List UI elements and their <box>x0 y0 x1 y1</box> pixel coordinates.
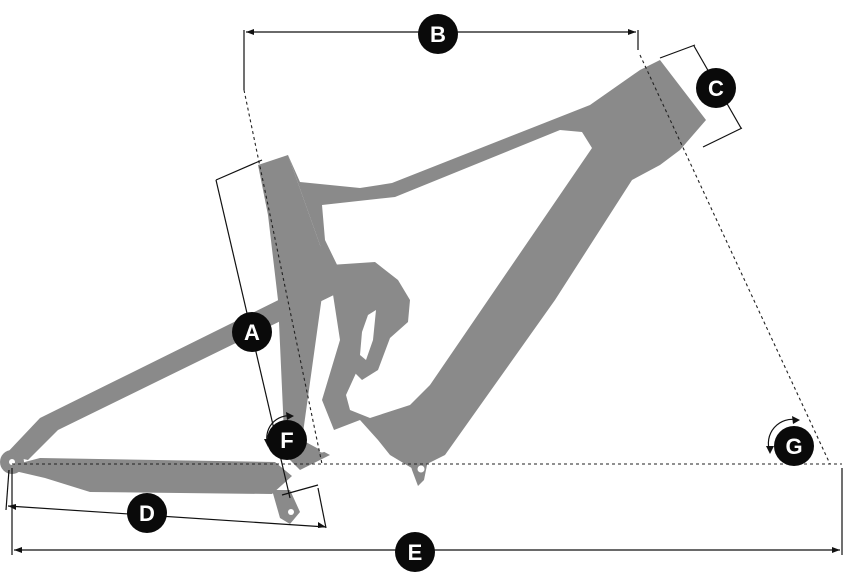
badge-c-label: C <box>708 76 724 101</box>
bb-pivot-hole <box>417 465 425 473</box>
front-triangle-opening <box>322 130 592 418</box>
reference-lines <box>12 54 842 465</box>
badge-c: C <box>696 68 736 108</box>
badge-a-label: A <box>244 320 260 345</box>
main-pivot-hole <box>318 445 326 453</box>
chain-stay <box>2 458 292 494</box>
badge-b-label: B <box>430 22 446 47</box>
badge-a: A <box>232 312 272 352</box>
angle-arcs <box>264 412 800 454</box>
badge-f-label: F <box>280 428 293 453</box>
badge-g: G <box>774 426 814 466</box>
arrowheads <box>8 29 840 553</box>
badge-d: D <box>127 493 167 533</box>
lower-link-hole <box>288 509 294 515</box>
badge-e: E <box>395 532 435 572</box>
seat-tube <box>258 155 333 470</box>
shock-window <box>360 310 376 360</box>
badge-f: F <box>267 420 307 460</box>
dim-line-d <box>7 505 327 528</box>
lower-link <box>272 490 300 524</box>
bike-frame <box>0 60 706 524</box>
seat-tube-axis <box>243 89 323 465</box>
badge-d-label: D <box>139 501 155 526</box>
bottom-bracket <box>405 445 430 486</box>
badge-b: B <box>418 14 458 54</box>
measurement-badges: A B C D E F G <box>127 14 814 572</box>
badge-e-label: E <box>408 540 423 565</box>
badge-g-label: G <box>785 434 802 459</box>
